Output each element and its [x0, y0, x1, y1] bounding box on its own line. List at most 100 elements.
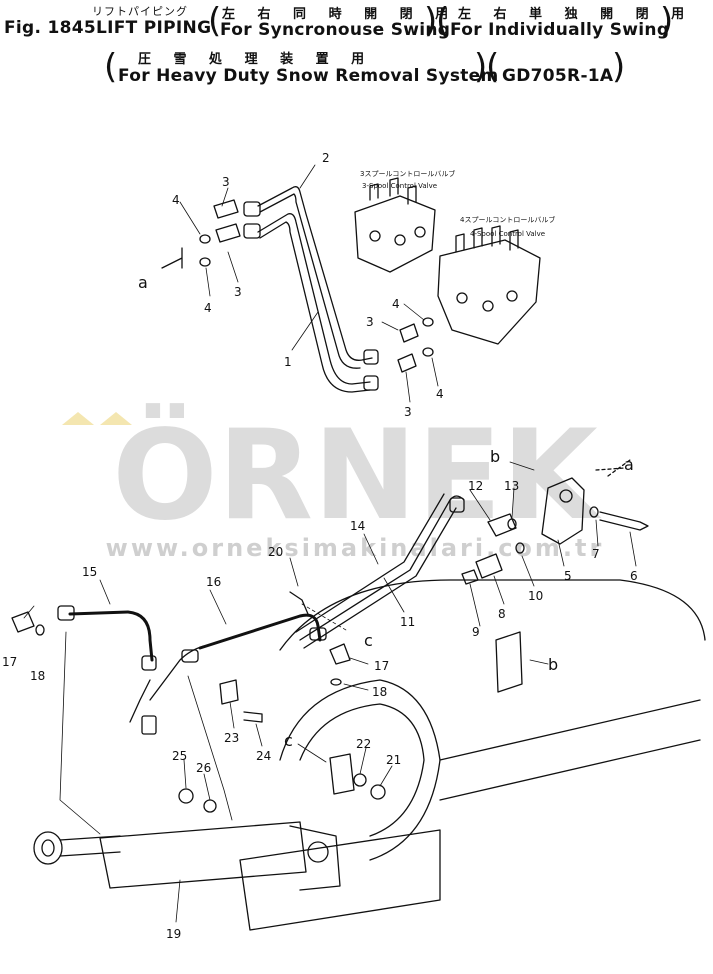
- valve3-en: 3-Spool Control Valve: [362, 182, 437, 190]
- leader: [299, 164, 316, 189]
- paren-close: ): [474, 47, 488, 87]
- pipe-assembly-upper: [243, 186, 379, 393]
- block-port: [559, 489, 573, 503]
- washer-22: [353, 773, 367, 787]
- indiv-jp: 左 右 単 独 開 閉 用: [458, 7, 694, 22]
- leader: [209, 589, 227, 625]
- callout-3: 3: [366, 315, 374, 329]
- callout-21: 21: [386, 753, 401, 767]
- leader: [23, 605, 35, 619]
- hose-15: [57, 605, 157, 735]
- callout-5: 5: [564, 569, 572, 583]
- callout-11: 11: [400, 615, 415, 629]
- hose-nut: [141, 655, 157, 671]
- adapter: [215, 223, 241, 243]
- paren-close: ): [424, 1, 438, 41]
- leader: [297, 743, 327, 763]
- nut-21: [370, 784, 386, 800]
- valve-port: [414, 226, 426, 238]
- hose-nut: [57, 605, 75, 621]
- o-ring: [199, 257, 211, 267]
- leader: [99, 579, 111, 605]
- callout-26: 26: [196, 761, 211, 775]
- valve-3-spool: [354, 177, 436, 273]
- callout-12: 12: [468, 479, 483, 493]
- leader: [221, 187, 229, 207]
- valve-port: [394, 234, 406, 246]
- o-ring: [422, 317, 434, 327]
- leader: [557, 539, 565, 567]
- paren-open: (: [436, 1, 450, 41]
- valve4-jp: 4スプールコントロールバルブ: [460, 215, 555, 224]
- elbow-8: [475, 553, 503, 579]
- sync-jp: 左 右 同 時 開 閉 用: [222, 7, 458, 22]
- callout-4: 4: [436, 387, 444, 401]
- callout-18: 18: [372, 685, 387, 699]
- valve-body: [354, 195, 436, 273]
- pipe-nut: [243, 201, 261, 217]
- adapter: [213, 199, 239, 219]
- callout-a: a: [138, 273, 148, 292]
- cylinder-mount: [289, 825, 341, 891]
- leader: [187, 675, 233, 821]
- cylinder-eye-hole: [41, 839, 55, 857]
- callout-14: 14: [350, 519, 365, 533]
- leader: [229, 701, 235, 729]
- o-ring: [422, 347, 434, 357]
- frame-beam: [439, 699, 701, 801]
- pipe-nut: [449, 497, 465, 513]
- bolt-24: [243, 711, 263, 723]
- pipe-2-inner: [259, 193, 361, 369]
- cylinder-rod: [59, 835, 121, 857]
- callout-4: 4: [392, 297, 400, 311]
- washer: [589, 506, 599, 518]
- o-ring-13: [507, 518, 517, 530]
- leader: [511, 487, 515, 519]
- callout-b: b: [548, 655, 558, 674]
- callout-19: 19: [166, 927, 181, 941]
- watermark-brand: ÖRNEK: [112, 402, 601, 548]
- callout-a: a: [624, 455, 634, 474]
- o-ring-18: [330, 678, 342, 686]
- callout-8: 8: [498, 607, 506, 621]
- leader: [493, 575, 505, 605]
- callout-3: 3: [404, 405, 412, 419]
- callout-4: 4: [172, 193, 180, 207]
- hose: [68, 610, 154, 662]
- leader: [629, 531, 637, 567]
- fig-label: Fig. 1845: [4, 18, 96, 38]
- nut-25: [178, 788, 194, 804]
- leader: [381, 321, 399, 331]
- elbow-12: [487, 513, 517, 537]
- frame-outline: [279, 579, 706, 651]
- block-body: [541, 477, 585, 545]
- hose-nut: [309, 627, 327, 641]
- frame-base: [239, 829, 441, 931]
- pipe-11-inner: [303, 507, 457, 649]
- title-jp: リフトパイピング: [92, 5, 188, 18]
- leader: [521, 555, 535, 587]
- leader: [349, 657, 369, 665]
- lift-cylinder: [33, 821, 341, 891]
- callout-17: 17: [374, 659, 389, 673]
- leader: [359, 747, 367, 775]
- pipe-assembly-lower: [295, 493, 465, 649]
- hose-line: [149, 645, 205, 701]
- leader: [529, 659, 549, 665]
- valve-spools: [369, 177, 417, 205]
- callout-15: 15: [82, 565, 97, 579]
- hose-nut: [181, 649, 199, 663]
- callout-22: 22: [356, 737, 371, 751]
- ring-outline: [279, 679, 441, 861]
- sync-en: For Syncronouse Swing: [220, 20, 451, 40]
- adapter-17: [329, 643, 351, 665]
- leader: [291, 311, 319, 351]
- arrow-a: [161, 247, 183, 269]
- leader: [405, 371, 411, 403]
- callout-16: 16: [206, 575, 221, 589]
- leader: [205, 267, 211, 297]
- pipe-nut: [243, 223, 261, 239]
- leader: [469, 583, 481, 627]
- cylinder-eye: [33, 831, 63, 865]
